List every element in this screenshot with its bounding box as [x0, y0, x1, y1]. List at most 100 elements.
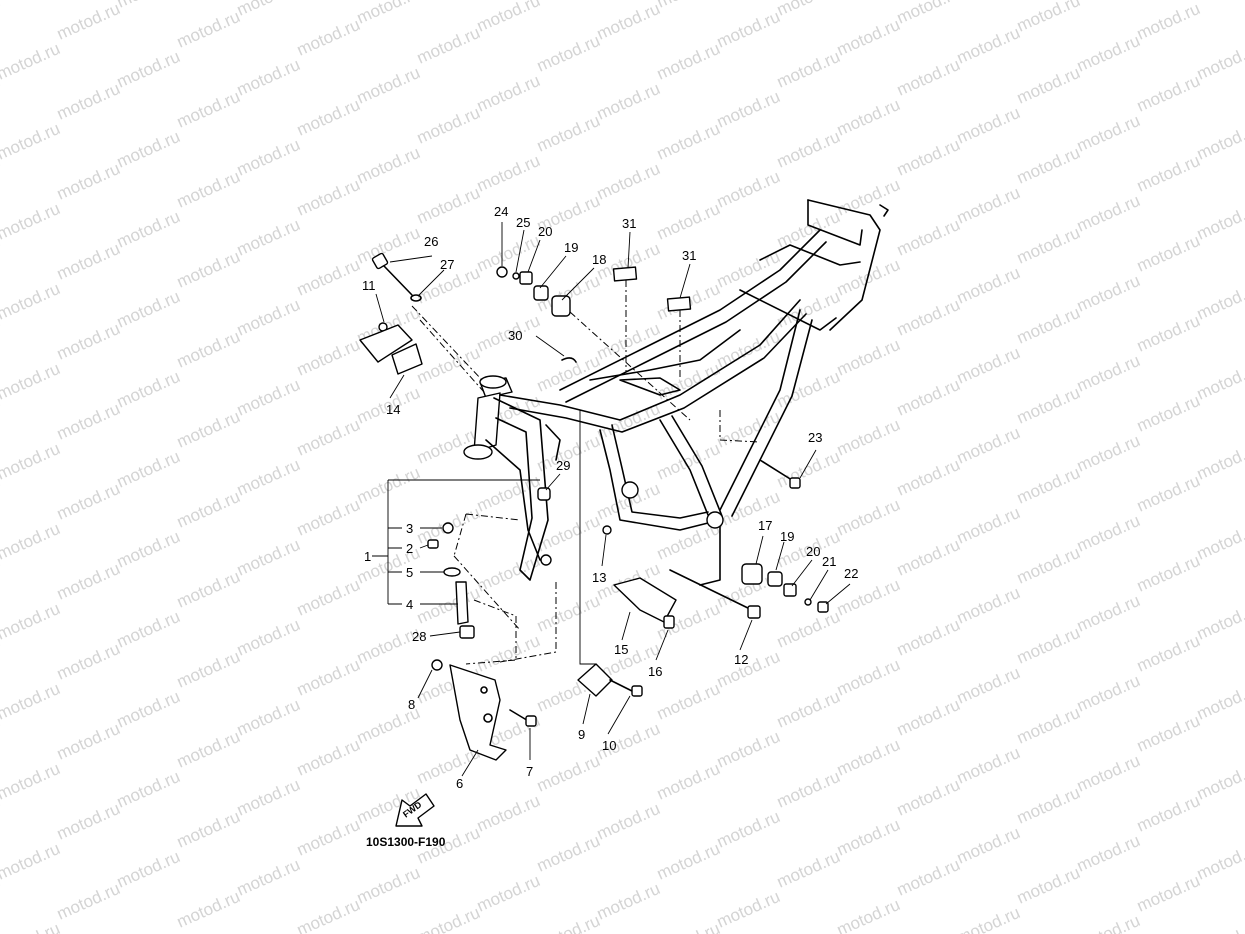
watermark-text: motod.ru: [0, 919, 63, 934]
watermark-text: motod.ru: [894, 855, 963, 900]
part-callout-5: 5: [406, 565, 413, 580]
watermark-text: motod.ru: [894, 215, 963, 260]
watermark-text: motod.ru: [1194, 919, 1245, 934]
watermark-text: motod.ru: [114, 767, 183, 812]
watermark-text: motod.ru: [774, 447, 843, 492]
part-callout-2: 2: [406, 541, 413, 556]
watermark-text: motod.ru: [774, 127, 843, 172]
watermark-text: motod.ru: [894, 375, 963, 420]
watermark-text: motod.ru: [0, 119, 63, 164]
watermark-text: motod.ru: [534, 31, 603, 76]
watermark-text: motod.ru: [174, 567, 243, 612]
watermark-text: motod.ru: [0, 39, 63, 84]
watermark-text: motod.ru: [954, 743, 1023, 788]
part-callout-24: 24: [494, 204, 508, 219]
watermark-text: motod.ru: [534, 911, 603, 934]
watermark-text: motod.ru: [894, 615, 963, 660]
watermark-text: motod.ru: [54, 559, 123, 604]
part-callout-8: 8: [408, 697, 415, 712]
watermark-text: motod.ru: [54, 879, 123, 924]
watermark-text: motod.ru: [714, 727, 783, 772]
watermark-text: motod.ru: [1134, 471, 1203, 516]
part-callout-20a: 20: [538, 224, 552, 239]
callout-labels: 1234567891011121314151617181919202021222…: [362, 204, 858, 791]
watermark-text: motod.ru: [654, 919, 723, 934]
watermark-text: motod.ru: [1014, 783, 1083, 828]
watermark-text: motod.ru: [1074, 671, 1143, 716]
watermark-text: motod.ru: [174, 487, 243, 532]
watermark-text: motod.ru: [1014, 383, 1083, 428]
watermark-text: motod.ru: [54, 799, 123, 844]
watermark-text: motod.ru: [894, 55, 963, 100]
watermark-text: motod.ru: [894, 0, 963, 28]
watermark-text: motod.ru: [1134, 151, 1203, 196]
watermark-text: motod.ru: [1194, 839, 1245, 884]
part-callout-15: 15: [614, 642, 628, 657]
watermark-text: motod.ru: [54, 79, 123, 124]
part-callout-30: 30: [508, 328, 522, 343]
watermark-text: motod.ru: [0, 679, 63, 724]
watermark-text: motod.ru: [834, 895, 903, 934]
watermark-text: motod.ru: [1194, 199, 1245, 244]
part-callout-21: 21: [822, 554, 836, 569]
watermark-text: motod.ru: [834, 415, 903, 460]
watermark-text: motod.ru: [174, 327, 243, 372]
watermark-text: motod.ru: [714, 487, 783, 532]
watermark-text: motod.ru: [414, 903, 483, 934]
watermark-text: motod.ru: [294, 495, 363, 540]
watermark-text: motod.ru: [1194, 119, 1245, 164]
watermark-text: motod.ru: [414, 23, 483, 68]
part-callout-22: 22: [844, 566, 858, 581]
watermark-text: motod.ru: [174, 887, 243, 932]
watermark-text: motod.ru: [414, 343, 483, 388]
watermark-text: motod.ru: [594, 879, 663, 924]
watermark-text: motod.ru: [774, 687, 843, 732]
watermark-text: motod.ru: [1134, 311, 1203, 356]
watermark-text: motod.ru: [654, 759, 723, 804]
watermark-text: motod.ru: [474, 791, 543, 836]
part-callout-23: 23: [808, 430, 822, 445]
alignment-lines: [411, 280, 761, 665]
watermark-text: motod.ru: [1074, 911, 1143, 934]
part-callout-19a: 19: [564, 240, 578, 255]
watermark-text: motod.ru: [894, 455, 963, 500]
watermark-text: motod.ru: [894, 775, 963, 820]
watermark-text: motod.ru: [774, 607, 843, 652]
watermark-text: motod.ru: [1014, 63, 1083, 108]
watermark-text: motod.ru: [594, 0, 663, 44]
watermark-text: motod.ru: [774, 0, 843, 20]
watermark-text: motod.ru: [654, 679, 723, 724]
watermark-text: motod.ru: [1194, 0, 1245, 4]
watermark-text: motod.ru: [1134, 71, 1203, 116]
watermark-text: motod.ru: [174, 727, 243, 772]
watermark-text: motod.ru: [1134, 791, 1203, 836]
watermark-text: motod.ru: [414, 103, 483, 148]
watermark-text: motod.ru: [894, 295, 963, 340]
watermark-text: motod.ru: [234, 295, 303, 340]
watermark-text: motod.ru: [114, 127, 183, 172]
watermark-text: motod.ru: [54, 719, 123, 764]
loose-parts: [359, 252, 829, 761]
watermark-text: motod.ru: [0, 0, 63, 4]
watermark-text: motod.ru: [354, 63, 423, 108]
watermark-text: motod.ru: [774, 47, 843, 92]
watermark-text: motod.ru: [1074, 271, 1143, 316]
watermark-text: motod.ru: [294, 335, 363, 380]
watermark-text: motod.ru: [774, 847, 843, 892]
watermark-text: motod.ru: [954, 263, 1023, 308]
watermark-text: motod.ru: [294, 735, 363, 780]
watermark-text: motod.ru: [1074, 111, 1143, 156]
watermark-text: motod.ru: [474, 471, 543, 516]
part-callout-1: 1: [364, 549, 371, 564]
watermark-text: motod.ru: [834, 15, 903, 60]
watermark-text: motod.ru: [834, 815, 903, 860]
watermark-text: motod.ru: [294, 655, 363, 700]
watermark-text: motod.ru: [534, 751, 603, 796]
watermark-text: motod.ru: [0, 599, 63, 644]
watermark-text: motod.ru: [54, 479, 123, 524]
watermark-text: motod.ru: [114, 687, 183, 732]
watermark-text: motod.ru: [954, 823, 1023, 868]
watermark-text: motod.ru: [114, 287, 183, 332]
watermark-text: motod.ru: [1014, 863, 1083, 908]
part-callout-12: 12: [734, 652, 748, 667]
